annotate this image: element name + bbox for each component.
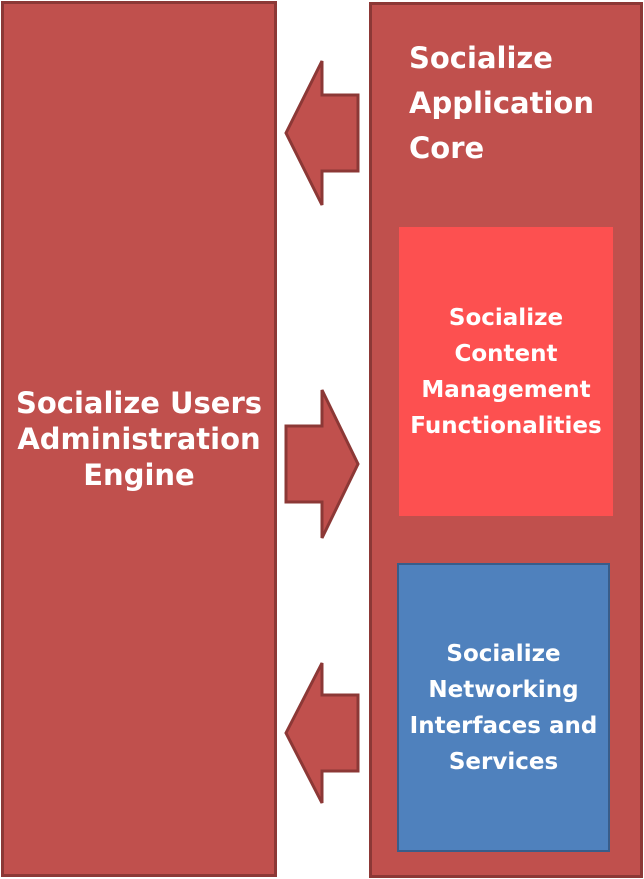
users-administration-engine-block: Socialize Users Administration Engine	[1, 1, 277, 877]
application-core-title: Socialize Application Core	[409, 41, 594, 165]
users-administration-engine-label: Socialize Users Administration Engine	[15, 385, 263, 493]
networking-interfaces-block: Socialize Networking Interfaces and Serv…	[397, 563, 610, 852]
content-management-block: Socialize Content Management Functionali…	[399, 227, 613, 516]
content-management-label: Socialize Content Management Functionali…	[410, 304, 602, 439]
networking-interfaces-label: Socialize Networking Interfaces and Serv…	[409, 640, 598, 775]
top-left-arrow-icon	[284, 60, 360, 206]
middle-right-arrow-icon	[284, 389, 360, 539]
bottom-left-arrow-icon	[284, 662, 360, 804]
